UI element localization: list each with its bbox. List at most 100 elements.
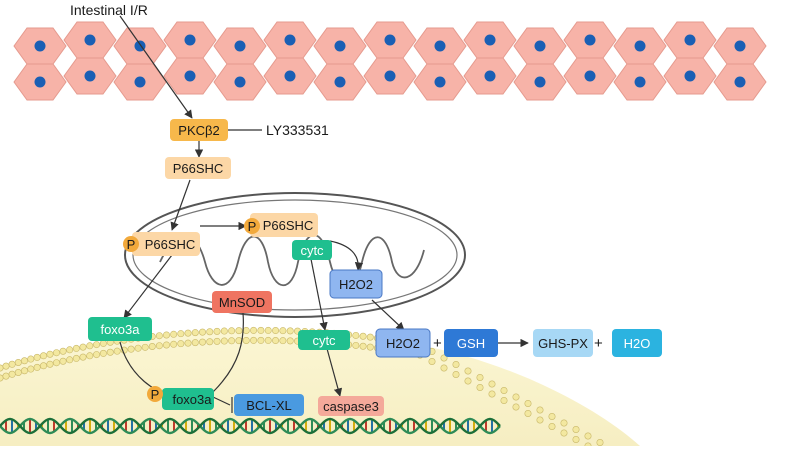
node-h2o2-mito: H2O2 bbox=[329, 269, 383, 299]
membrane-lipid bbox=[366, 343, 374, 351]
membrane-lipid bbox=[428, 357, 436, 365]
membrane-lipid bbox=[199, 338, 207, 346]
cell-nucleus-dot bbox=[84, 34, 96, 46]
membrane-lipid bbox=[213, 327, 221, 335]
membrane-lipid bbox=[242, 336, 250, 344]
node-foxo3a-nucleus: foxo3a P bbox=[147, 386, 214, 410]
arrow-ir-to-pkc bbox=[119, 15, 193, 119]
membrane-lipid bbox=[440, 364, 448, 372]
node-caspase3-label: caspase3 bbox=[323, 399, 379, 414]
membrane-lipid bbox=[155, 342, 163, 350]
phosphate-marker bbox=[244, 218, 260, 234]
membrane-lipid bbox=[488, 380, 496, 388]
cell-nucleus-dot bbox=[34, 76, 46, 88]
node-h2o2-mito-box bbox=[329, 269, 383, 299]
arrow-cytc-release bbox=[309, 253, 328, 331]
membrane-lipid bbox=[162, 341, 170, 349]
membrane-lipid bbox=[170, 340, 178, 348]
membrane-lipid bbox=[476, 383, 484, 391]
cell-nucleus-dot bbox=[534, 76, 546, 88]
node-cytc-mito-box bbox=[292, 240, 332, 260]
arrow-h2o2-out bbox=[371, 299, 405, 331]
node-cytc-cytosol-box bbox=[298, 330, 350, 350]
cell-nucleus-dot bbox=[34, 40, 46, 52]
membrane-lipid bbox=[99, 339, 107, 347]
node-p66shc-cytosol-label: P66SHC bbox=[173, 161, 224, 176]
membrane-lipid bbox=[2, 362, 10, 370]
membrane-lipid bbox=[464, 367, 472, 375]
membrane-lipid bbox=[359, 332, 367, 340]
membrane-lipid bbox=[14, 368, 22, 376]
membrane-lipid bbox=[250, 336, 258, 344]
membrane-lipid bbox=[21, 367, 29, 375]
node-cytc-cytosol-label: cytc bbox=[312, 333, 336, 348]
cell-nucleus-dot bbox=[484, 34, 496, 46]
node-p66shc-phospho-left-label: P66SHC bbox=[145, 237, 196, 252]
cell-nucleus-dot bbox=[634, 76, 646, 88]
node-bcl-xl-label: BCL-XL bbox=[246, 398, 292, 413]
phosphate-marker bbox=[147, 386, 163, 402]
cell-nucleus-dot bbox=[384, 34, 396, 46]
node-ghs-px-box bbox=[533, 329, 593, 357]
cell-nucleus-dot bbox=[484, 70, 496, 82]
node-ghs-px: GHS-PX bbox=[533, 329, 593, 357]
membrane-lipid bbox=[264, 336, 272, 344]
phosphate-label: P bbox=[151, 387, 160, 402]
membrane-lipid bbox=[228, 337, 236, 345]
node-cytc-mito: cytc bbox=[292, 240, 332, 260]
membrane-lipid bbox=[40, 362, 48, 370]
membrane-lipid bbox=[464, 377, 472, 385]
membrane-lipid bbox=[524, 409, 532, 417]
cell-nucleus-dot bbox=[234, 40, 246, 52]
membrane-lipid bbox=[476, 373, 484, 381]
node-gsh-label: GSH bbox=[457, 336, 485, 351]
membrane-lipid bbox=[213, 337, 221, 345]
membrane-lipid bbox=[500, 396, 508, 404]
membrane-lipid bbox=[72, 354, 80, 362]
node-foxo3a-nucleus-label: foxo3a bbox=[172, 392, 212, 407]
node-gsh-box bbox=[444, 329, 498, 357]
membrane-lipid bbox=[220, 327, 228, 335]
membrane-lipid bbox=[177, 340, 185, 348]
edges bbox=[119, 15, 529, 413]
inhibitor-label: LY333531 bbox=[266, 122, 329, 138]
membrane-lipid bbox=[8, 360, 16, 368]
membrane-lipid bbox=[250, 326, 258, 334]
node-mnsod-box bbox=[212, 291, 272, 313]
membrane-lipid bbox=[21, 357, 29, 365]
membrane-lipid bbox=[134, 344, 142, 352]
membrane-lipid bbox=[206, 328, 214, 336]
title-intestinal-ir: Intestinal I/R bbox=[70, 2, 148, 18]
cell-nucleus-dot bbox=[234, 76, 246, 88]
node-cytc-mito-label: cytc bbox=[300, 243, 324, 258]
membrane-lipid bbox=[170, 330, 178, 338]
node-caspase3: caspase3 bbox=[318, 396, 384, 416]
node-h2o2-cytosol-box bbox=[375, 328, 431, 358]
node-foxo3a-cytosol: foxo3a bbox=[88, 317, 152, 341]
node-h2o-label: H2O bbox=[624, 336, 651, 351]
membrane-lipid bbox=[220, 337, 228, 345]
node-foxo3a-nucleus-box bbox=[162, 388, 214, 410]
membrane-lipid bbox=[184, 329, 192, 337]
node-h2o2-cytosol-label: H2O2 bbox=[386, 336, 420, 351]
membrane-lipid bbox=[191, 339, 199, 347]
node-h2o2-mito-label: H2O2 bbox=[339, 277, 373, 292]
membrane-lipid bbox=[33, 353, 41, 361]
node-mnsod: MnSOD bbox=[212, 291, 272, 313]
membrane-lipid bbox=[40, 352, 48, 360]
dna-helix bbox=[0, 417, 501, 435]
arrow-foxo-to-bcl bbox=[212, 396, 231, 406]
membrane-lipid bbox=[127, 345, 135, 353]
membrane-lipid bbox=[352, 341, 360, 349]
membrane-lipid bbox=[155, 332, 163, 340]
membrane-lipid bbox=[286, 337, 294, 345]
cell-nucleus-dot bbox=[734, 40, 746, 52]
cell-nucleus-dot bbox=[84, 70, 96, 82]
cell-nucleus-dot bbox=[334, 40, 346, 52]
membrane-lipid bbox=[27, 355, 35, 363]
cell-nucleus-dot bbox=[584, 34, 596, 46]
membrane-lipid bbox=[272, 337, 280, 345]
plus-sign-2: + bbox=[594, 335, 603, 352]
membrane-lipid bbox=[113, 347, 121, 355]
